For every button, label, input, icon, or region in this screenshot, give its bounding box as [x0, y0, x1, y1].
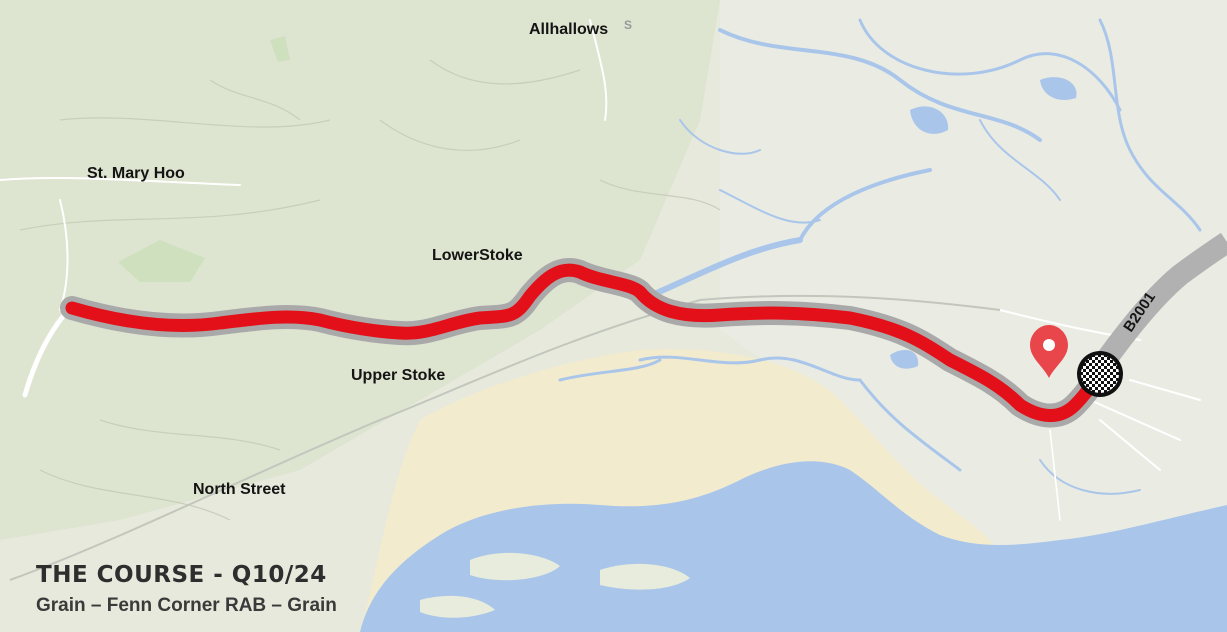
field-lines: [19, 59, 721, 521]
green-field: [270, 36, 290, 62]
map-pin-icon[interactable]: [1030, 325, 1068, 378]
water-pond: [1040, 77, 1077, 100]
water-pond: [890, 349, 919, 369]
estuary-water: [360, 461, 1227, 632]
route-line: [65, 263, 1105, 422]
checkered-flag-icon[interactable]: [1077, 351, 1123, 397]
course-subtitle: Grain – Fenn Corner RAB – Grain: [36, 595, 337, 616]
place-label-lower-stoke: LowerStoke: [432, 247, 523, 264]
minor-roads: [0, 19, 1201, 521]
place-label-st-mary-hoo: St. Mary Hoo: [87, 165, 185, 182]
place-label-allhallows: Allhallows: [529, 21, 608, 38]
place-marker-allhallows: S: [624, 18, 632, 32]
place-label-north-street: North Street: [193, 481, 286, 498]
road-b2001: [1086, 232, 1227, 382]
water-pond: [910, 106, 949, 134]
green-field: [118, 240, 205, 282]
farmland-area: [0, 0, 720, 540]
place-label-upper-stoke: Upper Stoke: [351, 367, 445, 384]
course-title: THE COURSE - Q10/24: [36, 562, 327, 588]
mudflat-island: [470, 552, 560, 581]
mudflat-island: [420, 595, 495, 618]
railway-line: [9, 294, 1001, 581]
mudflat-island: [600, 563, 690, 590]
